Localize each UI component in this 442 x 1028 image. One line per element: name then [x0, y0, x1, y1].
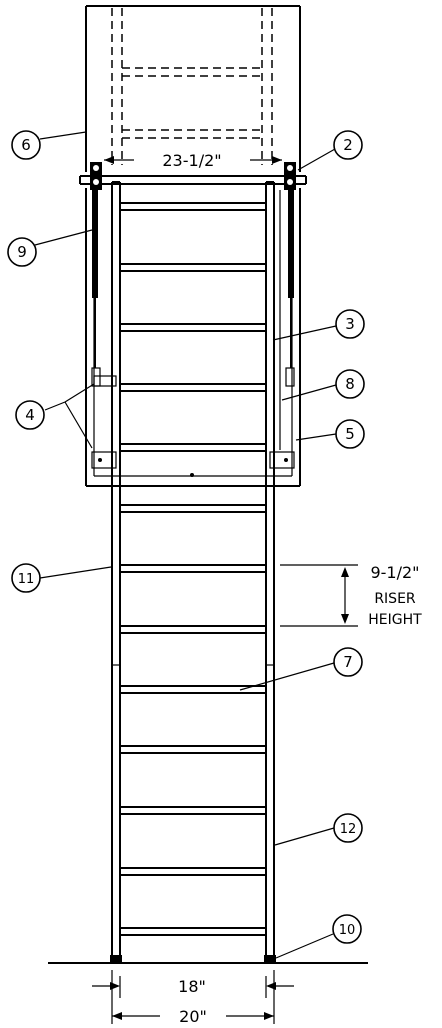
- callout-3: 3: [335, 309, 365, 339]
- hinge-bracket-left: [90, 162, 102, 190]
- ladder-step: [120, 806, 266, 815]
- roof-hatch-frame: [85, 5, 301, 172]
- top-header-beam: [79, 175, 307, 185]
- ladder-step: [120, 867, 266, 876]
- dimension-inner-width: 18": [92, 976, 294, 998]
- svg-text:11: 11: [18, 572, 35, 587]
- callout-4: 4: [15, 400, 45, 430]
- callout-7: 7: [333, 647, 363, 677]
- callout-2: 2: [333, 130, 363, 160]
- mounting-bracket-lower: [91, 451, 295, 477]
- svg-text:8: 8: [345, 375, 355, 393]
- ladder-step: [120, 745, 266, 754]
- ladder-foot-left: [110, 955, 122, 962]
- svg-text:3: 3: [345, 315, 355, 333]
- inner-width-label: 18": [178, 977, 206, 996]
- hatch-curb-housing: [85, 188, 301, 487]
- callout-leaders: [34, 131, 337, 959]
- svg-text:9: 9: [17, 243, 27, 261]
- dimension-opening-width: 23-1/2": [104, 151, 282, 170]
- callout-10: 10: [332, 914, 362, 944]
- riser-height-value: 9-1/2": [370, 563, 419, 582]
- hinge-bracket-right: [284, 162, 296, 190]
- svg-text:7: 7: [343, 653, 353, 671]
- ladder-step: [120, 323, 266, 332]
- riser-label-line2: HEIGHT: [368, 612, 422, 628]
- dimension-riser-height: 9-1/2" RISER HEIGHT: [280, 563, 422, 628]
- callout-11: 11: [11, 563, 41, 593]
- ladder-step: [120, 564, 266, 573]
- svg-text:6: 6: [21, 136, 31, 154]
- svg-text:5: 5: [345, 425, 355, 443]
- mounting-bracket-upper: [93, 375, 117, 387]
- callout-5: 5: [335, 419, 365, 449]
- ladder-foot-right: [264, 955, 276, 962]
- ladder-step: [120, 443, 266, 452]
- ladder-steps: [120, 202, 266, 936]
- callout-12: 12: [333, 813, 363, 843]
- callout-8: 8: [335, 369, 365, 399]
- callout-9: 9: [7, 237, 37, 267]
- svg-text:4: 4: [25, 406, 35, 424]
- ladder-step: [120, 504, 266, 513]
- ladder-step: [120, 625, 266, 634]
- gas-spring-right: [285, 190, 295, 387]
- ladder-step: [120, 927, 266, 936]
- opening-width-label: 23-1/2": [162, 151, 221, 170]
- ladder-rail-left: [111, 181, 121, 955]
- dimension-outer-width: 20": [111, 970, 275, 1026]
- hidden-ladder-section: [111, 8, 273, 165]
- svg-text:12: 12: [340, 822, 357, 837]
- callout-6: 6: [11, 130, 41, 160]
- ladder-step: [120, 263, 266, 272]
- ladder-rail-right: [265, 181, 275, 955]
- ladder-step: [120, 383, 266, 392]
- ladder-step: [120, 202, 266, 211]
- gas-spring-left: [91, 190, 101, 387]
- ladder-step: [120, 685, 266, 694]
- riser-label-line1: RISER: [374, 591, 416, 607]
- outer-width-label: 20": [179, 1007, 207, 1026]
- svg-text:2: 2: [343, 136, 353, 154]
- svg-text:10: 10: [339, 923, 356, 938]
